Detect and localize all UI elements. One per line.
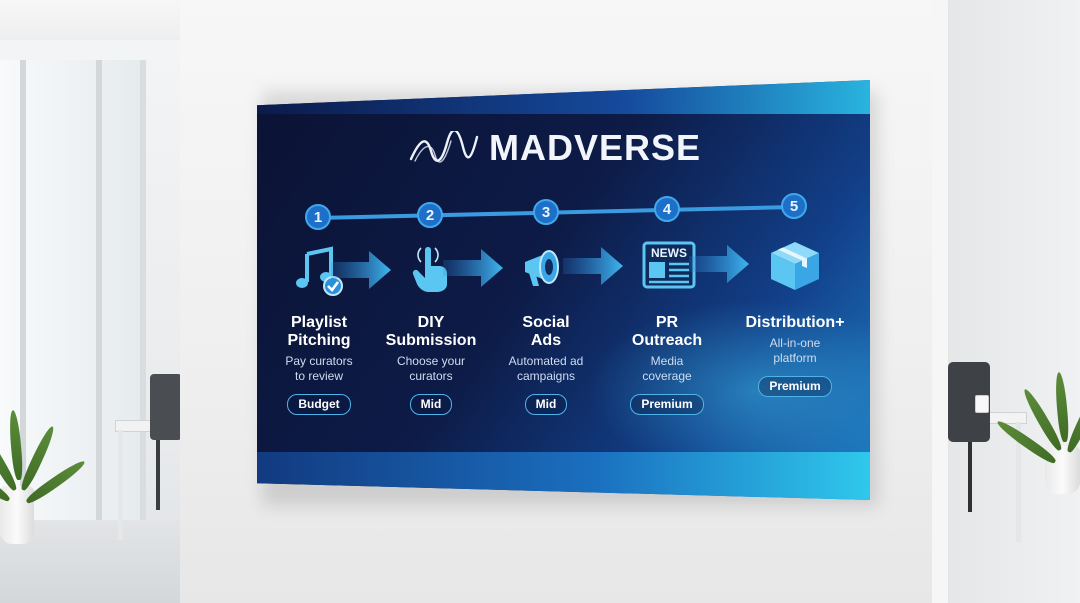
step-desc-line2: coverage <box>642 369 692 383</box>
arrow-right-icon <box>331 251 391 289</box>
wave-logo-icon <box>409 131 479 163</box>
megaphone-icon <box>525 250 559 286</box>
step-card-1: Playlist Pitching Pay curators to review… <box>259 314 379 415</box>
tier-badge: Mid <box>524 394 568 415</box>
arrow-right-icon <box>689 245 749 283</box>
step-number-4: 4 <box>654 196 680 222</box>
step-desc-line1: All-in-one <box>769 336 821 350</box>
step-number-1: 1 <box>305 204 331 230</box>
right-wall <box>942 0 1080 603</box>
step-desc-line1: Pay curators <box>285 354 353 368</box>
step-card-4: PR Outreach Media coverage Premium <box>607 314 727 415</box>
desk-left-leg <box>118 430 123 540</box>
desk-right-leg <box>1016 422 1021 542</box>
step-title-line1: Distribution+ <box>745 314 845 331</box>
office-chair-left-base <box>156 440 160 510</box>
step-card-5: Distribution+ All-in-one platform Premiu… <box>729 314 861 397</box>
tier-badge: Premium <box>758 376 832 397</box>
step-number-5: 5 <box>781 193 807 219</box>
office-chair-right-base <box>968 442 972 512</box>
wall-panel: MADVERSE 1 2 3 4 5 <box>257 80 870 500</box>
pointing-hand-icon <box>412 247 447 292</box>
newspaper-icon: NEWS <box>642 241 696 289</box>
step-desc-line1: Choose your <box>396 354 466 368</box>
roadmap-timeline: 1 2 3 4 5 NEWS <box>257 80 870 500</box>
arrow-right-icon <box>563 247 623 285</box>
brand-logo: MADVERSE <box>409 126 701 170</box>
step-desc-line1: Automated ad <box>508 354 584 368</box>
step-card-3: Social Ads Automated ad campaigns Mid <box>486 314 606 415</box>
step-desc-line2: to review <box>294 369 344 383</box>
step-title-line1: Social <box>522 314 570 331</box>
office-chair-left <box>150 374 182 440</box>
step-title-line1: DIY <box>417 314 445 331</box>
step-desc-line2: curators <box>409 369 453 383</box>
step-title-line1: PR <box>655 314 679 331</box>
wall-column-right <box>932 0 948 603</box>
newspaper-icon-text: NEWS <box>651 246 687 260</box>
step-desc-line1: Media <box>650 354 684 368</box>
step-title-line2: Submission <box>385 332 477 349</box>
coffee-cup <box>975 395 989 413</box>
step-number-2: 2 <box>417 202 443 228</box>
step-title-line2: Pitching <box>287 332 351 349</box>
tier-badge: Budget <box>287 394 351 415</box>
step-title-line2: Outreach <box>631 332 703 349</box>
step-desc-line2: campaigns <box>516 369 576 383</box>
package-box-icon <box>771 242 819 290</box>
step-title-line1: Playlist <box>290 314 348 331</box>
brand-name: MADVERSE <box>489 127 702 168</box>
step-number-3: 3 <box>533 199 559 225</box>
tier-badge: Mid <box>409 394 453 415</box>
step-card-2: DIY Submission Choose your curators Mid <box>371 314 491 415</box>
arrow-right-icon <box>443 249 503 287</box>
step-desc-line2: platform <box>773 351 817 365</box>
tier-badge: Premium <box>630 394 704 415</box>
step-title-line2: Ads <box>530 332 562 349</box>
